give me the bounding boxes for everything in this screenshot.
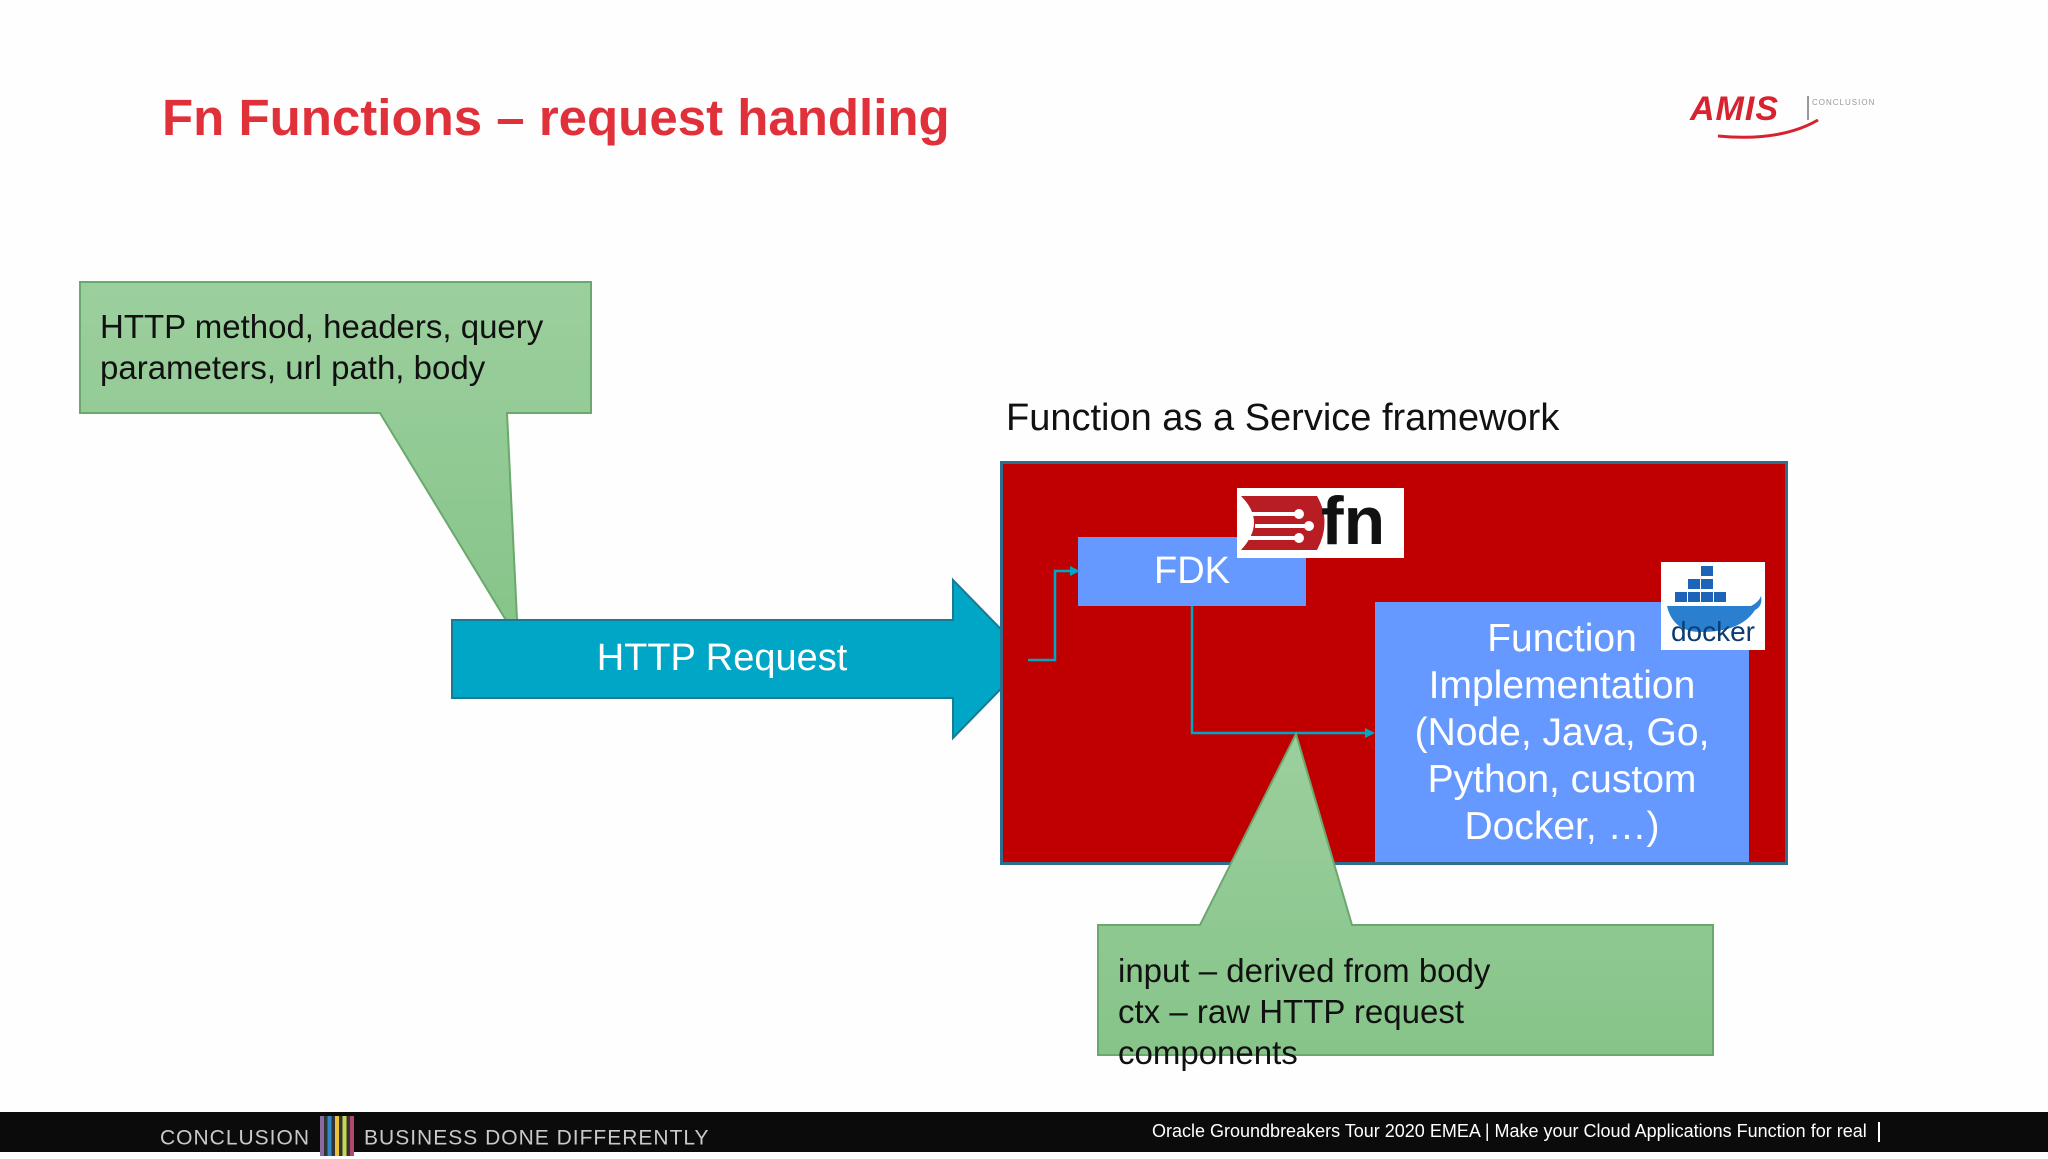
fn-flame-icon	[1241, 496, 1325, 550]
fdk-box: FDK	[1078, 537, 1306, 606]
function-implementation-label: Function Implementation (Node, Java, Go,…	[1414, 616, 1710, 848]
fn-logo-text: fn	[1321, 483, 1386, 559]
slide-title: Fn Functions – request handling	[162, 89, 950, 146]
framework-label: Function as a Service framework	[1006, 397, 1560, 439]
footer-brand-word1: CONCLUSION	[160, 1126, 311, 1150]
arrow-fdk-to-impl	[1190, 606, 1375, 738]
docker-logo-text: docker	[1670, 616, 1756, 647]
footer-color-bars-icon	[320, 1116, 355, 1156]
http-request-arrow	[451, 577, 1032, 741]
callout-top-text: HTTP method, headers, query parameters, …	[100, 308, 544, 386]
amis-logo: AMIS CONCLUSION	[1690, 90, 1890, 148]
logo-wordmark: AMIS	[1690, 90, 1779, 128]
footer-event-text: Oracle Groundbreakers Tour 2020 EMEA | M…	[1152, 1121, 1880, 1143]
docker-logo: docker	[1661, 562, 1765, 650]
footer-brand: CONCLUSION BUSINESS DONE DIFFERENTLY	[160, 1116, 710, 1159]
docker-whale-icon	[1667, 566, 1762, 632]
logo-swoosh-icon	[1717, 96, 1819, 139]
fn-project-logo: fn	[1237, 483, 1404, 559]
footer-event-label: Oracle Groundbreakers Tour 2020 EMEA | M…	[1152, 1121, 1867, 1141]
fdk-label: FDK	[1154, 550, 1230, 592]
footer-divider	[1877, 1122, 1880, 1143]
footer-brand-word2: BUSINESS DONE DIFFERENTLY	[364, 1126, 710, 1150]
arrow-to-fdk	[1028, 566, 1080, 662]
callout-top-shape	[79, 281, 592, 641]
callout-bottom-shape	[1097, 731, 1714, 1056]
http-request-label: HTTP Request	[596, 636, 848, 679]
logo-tagline: CONCLUSION	[1812, 98, 1876, 107]
callout-bottom-text: input – derived from body ctx – raw HTTP…	[1118, 952, 1491, 1071]
